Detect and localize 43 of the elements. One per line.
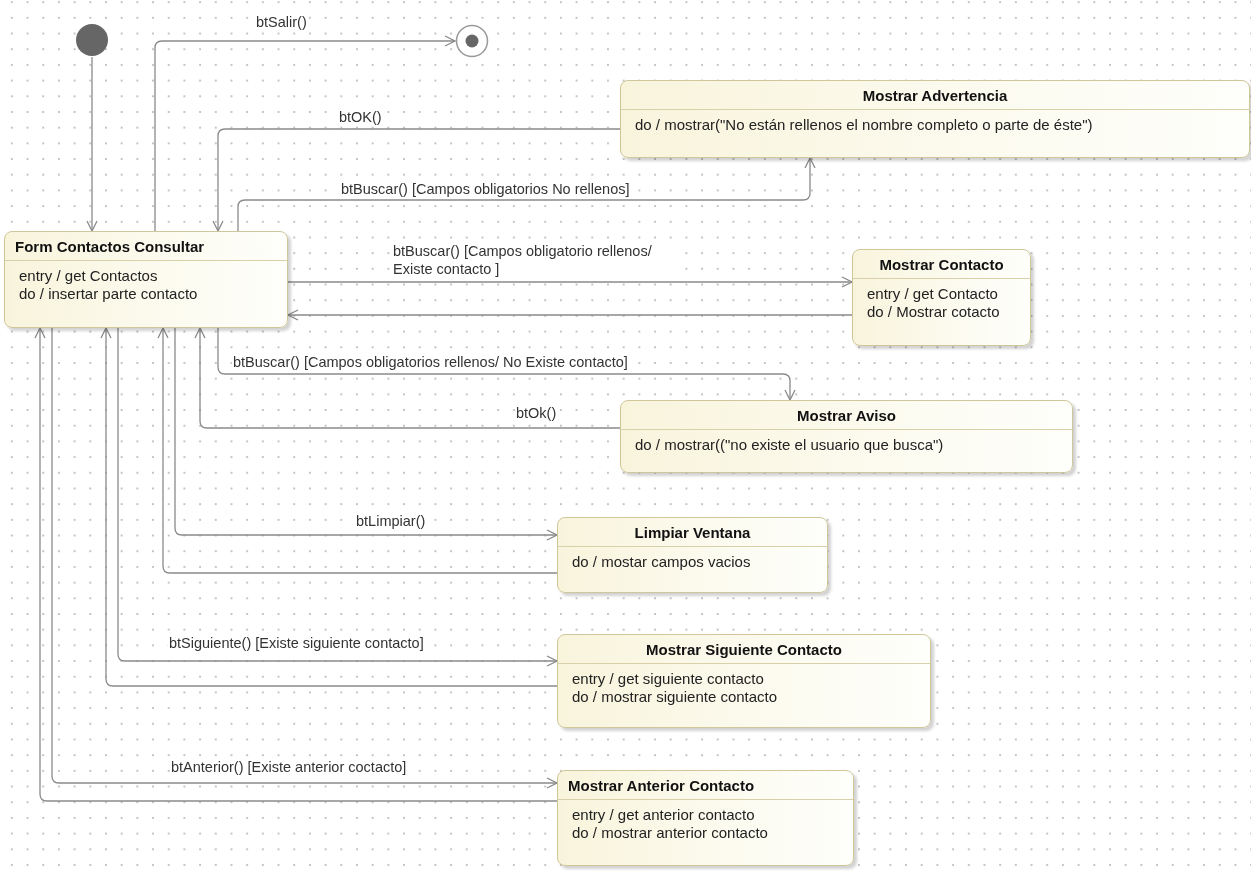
edge-label: btBuscar() [Campos obligatorios No rellenos] [340, 180, 631, 198]
state-activity: do / insertar parte contacto [19, 285, 198, 303]
edge-label: btSiguiente() [Existe siguiente contacto] [168, 634, 425, 652]
transition-arrow [237, 157, 816, 232]
edge-label: btOk() [515, 404, 558, 422]
transition-arrow [86, 56, 98, 232]
state-box [557, 770, 854, 866]
edge-label: btSalir() [255, 13, 308, 31]
state-name: Mostrar Advertencia [621, 81, 1249, 110]
state-activity: do / mostrar siguiente contacto [572, 688, 778, 706]
edge-label: btAnterior() [Existe anterior coctacto] [170, 758, 408, 776]
transition-arrow [212, 128, 621, 232]
state-activity: entry / get Contacto [867, 285, 998, 303]
transition-arrow [194, 327, 621, 429]
state-name: Mostrar Contacto [853, 250, 1030, 279]
state-activity: entry / get siguiente contacto [572, 670, 764, 688]
state-name: Mostrar Siguiente Contacto [558, 635, 930, 664]
state-activity: do / mostrar("No están rellenos el nombre completo o parte de éste") [635, 116, 1093, 134]
edge-label: btOK() [338, 108, 383, 126]
state-name: Form Contactos Consultar [5, 232, 287, 261]
state-activity: entry / get Contactos [19, 267, 158, 285]
state-activity: do / mostrar anterior contacto [572, 824, 768, 842]
transition-arrow [287, 309, 853, 321]
state-name: Limpiar Ventana [558, 518, 827, 547]
state-activity: do / Mostrar cotacto [867, 303, 1000, 321]
state-box [557, 517, 828, 593]
state-activity: entry / get anterior contacto [572, 806, 755, 824]
state-name: Mostrar Aviso [621, 401, 1072, 430]
edge-label: btLimpiar() [355, 512, 427, 530]
transition-arrow [287, 276, 853, 288]
state-activity: do / mostar campos vacios [572, 553, 751, 571]
transition-arrow [154, 35, 456, 232]
edge-label: btBuscar() [Campos obligatorios rellenos/ No Existe contacto] [232, 353, 629, 371]
state-name: Mostrar Anterior Contacto [558, 771, 853, 800]
transition-arrow [157, 327, 558, 574]
state-box [620, 400, 1073, 473]
state-box [852, 249, 1031, 346]
state-box [620, 80, 1250, 158]
transition-arrow [217, 327, 796, 401]
state-box [4, 231, 288, 328]
state-activity: do / mostrar(("no existe el usuario que busca") [635, 436, 944, 454]
state-box [557, 634, 931, 728]
transition-arrow [174, 327, 558, 541]
